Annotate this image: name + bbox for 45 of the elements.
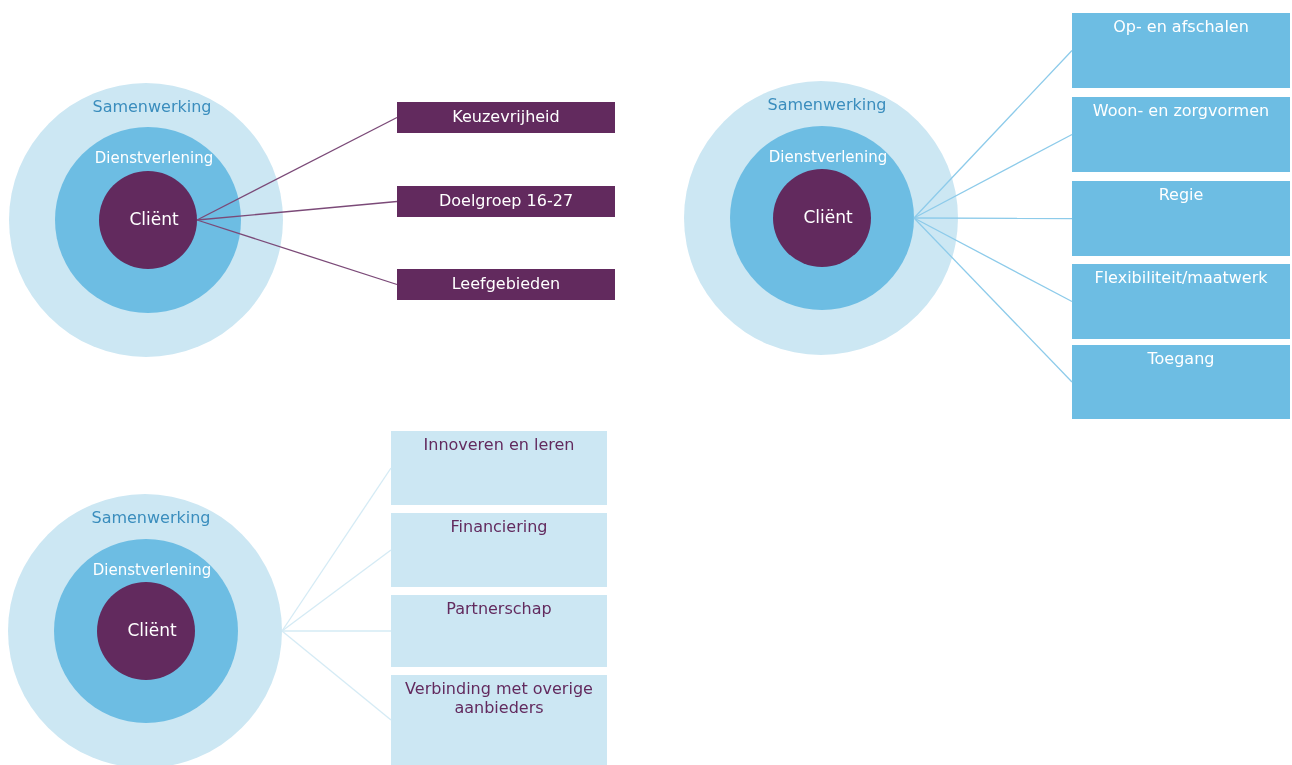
topic-box (1072, 97, 1290, 172)
connector-line (913, 217, 1073, 383)
circle-label: Cliënt (129, 209, 179, 229)
connector-line (913, 217, 1073, 303)
circle-label: Samenwerking (767, 95, 887, 114)
circle-label: Dienstverlening (92, 561, 212, 579)
topic-box (397, 102, 615, 133)
topic-box (1072, 181, 1290, 256)
box-label: Woon- en zorgvormen (1092, 101, 1270, 120)
box-label: Keuzevrijheid (452, 107, 560, 126)
topic-box (397, 186, 615, 217)
topic-box (391, 595, 607, 667)
box-label: Verbinding met overige aanbieders (405, 679, 593, 717)
circle-label: Dienstverlening (768, 148, 888, 166)
connector-line (196, 219, 398, 286)
box-label: Leefgebieden (451, 274, 561, 293)
connector-line (196, 200, 398, 221)
box-label: Flexibiliteit/maatwerk (1094, 268, 1268, 287)
circle-label: Samenwerking (91, 508, 211, 527)
circle-label: Dienstverlening (94, 149, 214, 167)
connector-line (281, 549, 392, 632)
box-label: Regie (1158, 185, 1204, 204)
circle-label: Samenwerking (92, 97, 212, 116)
connector-line (196, 116, 398, 221)
topic-box (391, 431, 607, 505)
box-label: Financiering (450, 517, 548, 536)
topic-box (1072, 264, 1290, 339)
box-label: Partnerschap (446, 599, 552, 618)
topic-box (391, 675, 607, 765)
topic-box (1072, 345, 1290, 419)
box-label: Op- en afschalen (1113, 17, 1249, 36)
connector-line (913, 217, 1073, 220)
circle-label: Cliënt (127, 620, 177, 640)
connector-line (913, 133, 1073, 219)
topic-box (391, 513, 607, 587)
connector-line (281, 467, 392, 632)
connector-line (281, 630, 392, 721)
box-label: Toegang (1147, 349, 1215, 368)
connector-line (913, 49, 1073, 219)
box-label: Doelgroep 16-27 (438, 191, 574, 210)
box-label: Innoveren en leren (423, 435, 575, 454)
connector-line (281, 630, 392, 632)
topic-box (1072, 13, 1290, 88)
topic-box (397, 269, 615, 300)
circle-label: Cliënt (803, 207, 853, 227)
